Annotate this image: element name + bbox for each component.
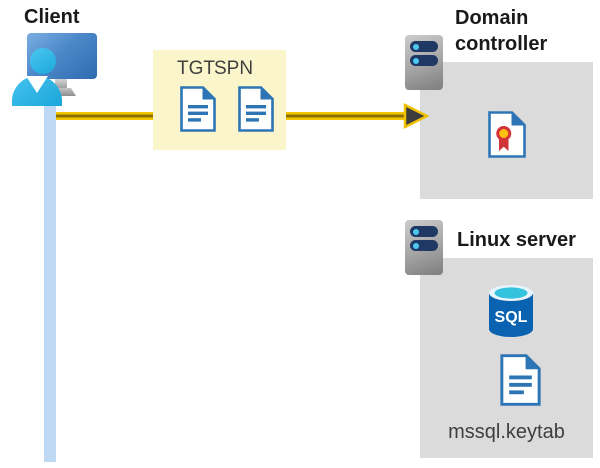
person-head-icon xyxy=(30,48,56,74)
certificate-icon xyxy=(488,111,526,163)
server-drive-bar xyxy=(410,55,438,66)
domain-controller-server-icon xyxy=(405,35,443,90)
arrow-head-icon xyxy=(403,102,430,130)
linux-server-server-icon xyxy=(405,220,443,275)
server-led-icon xyxy=(413,228,419,235)
server-led-icon xyxy=(413,43,419,50)
keytab-file-label: mssql.keytab xyxy=(448,421,565,443)
spn-label: SPN xyxy=(214,58,254,79)
tgt-document-icon xyxy=(180,86,216,137)
keytab-document-icon xyxy=(499,354,542,411)
server-drive-bar xyxy=(410,240,438,251)
server-led-icon xyxy=(413,242,419,249)
server-drive-bar xyxy=(410,41,438,52)
monitor-stand-base xyxy=(48,88,76,96)
domain-controller-label: Domain controller xyxy=(455,7,548,55)
sql-icon-label: SQL xyxy=(495,309,528,326)
server-led-icon xyxy=(413,57,419,64)
monitor-stand-neck xyxy=(55,78,67,89)
tgt-label: TGT xyxy=(177,58,215,79)
client-label: Client xyxy=(24,6,80,28)
sql-database-icon: SQL xyxy=(487,284,535,343)
client-timeline-bar xyxy=(44,93,56,462)
linux-server-label: Linux server xyxy=(457,229,576,251)
server-drive-bar xyxy=(410,226,438,237)
spn-document-icon xyxy=(238,86,274,137)
